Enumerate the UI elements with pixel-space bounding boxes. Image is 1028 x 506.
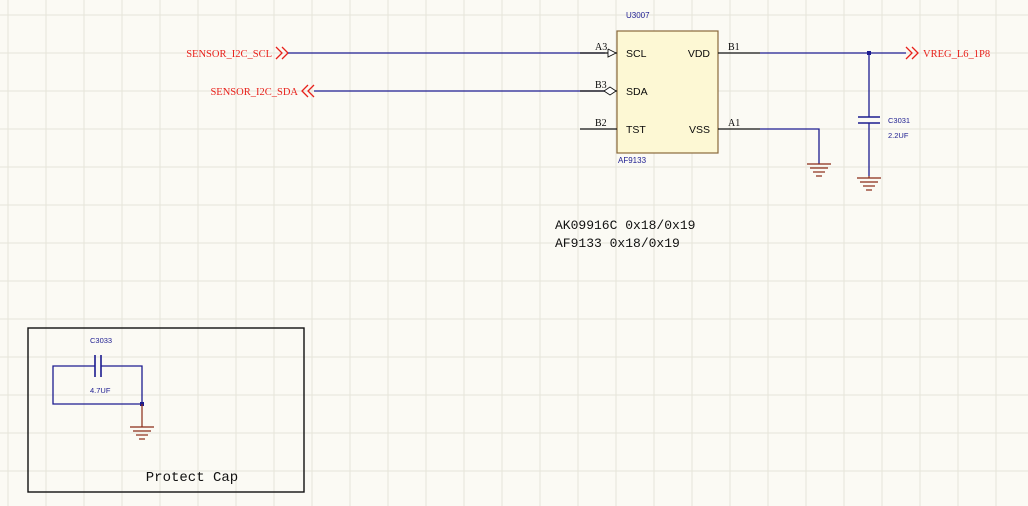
pin-b1-number: B1: [728, 42, 740, 53]
pin-scl-name: SCL: [626, 48, 647, 60]
pin-vss-name: VSS: [689, 124, 710, 136]
pin-a3-input-marker: [607, 48, 618, 58]
protect-cap-label: Protect Cap: [146, 470, 238, 486]
net-port-vreg[interactable]: VREG_L6_1P8: [905, 46, 990, 60]
net-label-scl: SENSOR_I2C_SCL: [186, 49, 272, 60]
ground-symbol-c3031: [857, 176, 881, 191]
c3033-designator: C3033: [90, 336, 112, 345]
pin-sda-name: SDA: [626, 86, 648, 98]
pin-a3-number: A3: [595, 42, 607, 53]
net-port-sda[interactable]: SENSOR_I2C_SDA: [210, 84, 315, 98]
pin-tst-name: TST: [626, 124, 646, 136]
pin-b3-bidir-marker: [603, 86, 617, 96]
wire-c3033-loop[interactable]: [52, 365, 143, 405]
net-port-sda-arrow-2: [307, 84, 315, 98]
chip-designator: U3007: [626, 11, 650, 20]
note-line-2: AF9133 0x18/0x19: [555, 236, 680, 251]
c3033-value: 4.7UF: [90, 386, 111, 395]
net-port-scl-arrow: [275, 46, 283, 60]
ic-u3007[interactable]: U3007 AF9133 A3 SCL B3 SDA B2 TST B1 VDD…: [580, 11, 760, 165]
c3031-value: 2.2UF: [888, 131, 909, 140]
pin-a1-number: A1: [728, 118, 740, 129]
wire-vss[interactable]: [760, 128, 820, 164]
pin-b3-number: B3: [595, 80, 607, 91]
net-port-vreg-arrow-2: [911, 46, 919, 60]
capacitor-c3031[interactable]: C3031 2.2UF: [858, 53, 910, 176]
net-label-vreg: VREG_L6_1P8: [923, 49, 990, 60]
net-port-vreg-arrow: [905, 46, 913, 60]
chip-part-name: AF9133: [618, 156, 647, 165]
ic-body[interactable]: [616, 30, 719, 154]
ground-symbol-c3033: [130, 426, 154, 440]
protect-cap-box[interactable]: Protect Cap C3033 4.7UF: [27, 327, 305, 493]
ground-symbol-vss: [807, 163, 831, 177]
note-line-1: AK09916C 0x18/0x19: [555, 218, 695, 233]
pin-b2-number: B2: [595, 118, 607, 129]
c3031-designator: C3031: [888, 116, 910, 125]
net-label-sda: SENSOR_I2C_SDA: [210, 87, 298, 98]
net-port-sda-arrow: [301, 84, 309, 98]
pin-vdd-name: VDD: [688, 48, 711, 60]
protect-cap-frame: [27, 327, 305, 493]
